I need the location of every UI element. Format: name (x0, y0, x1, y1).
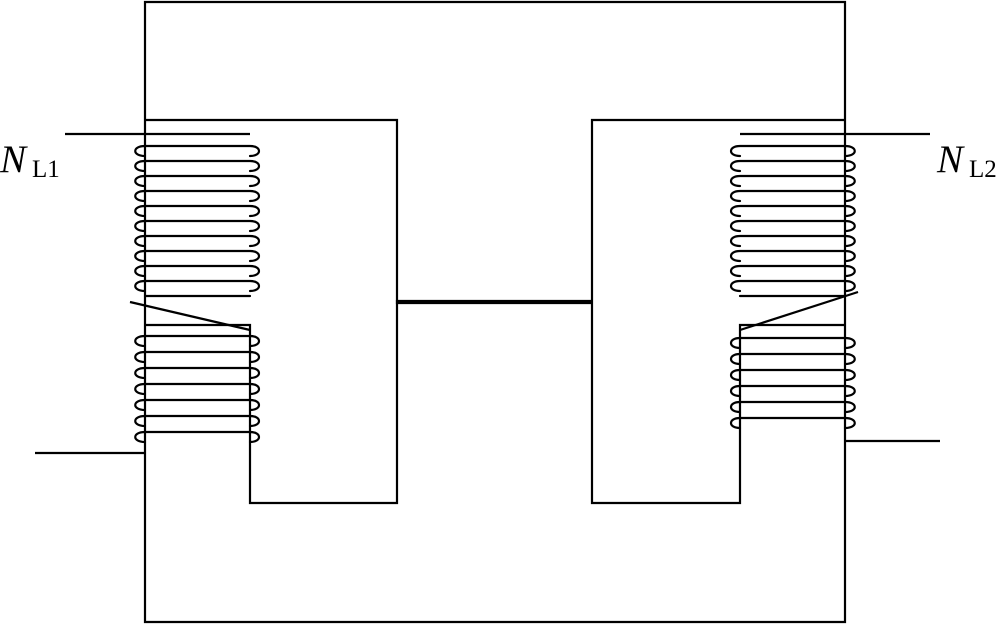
right-winding-lower-turns (729, 336, 856, 430)
core-right-window-outline (590, 118, 845, 505)
left-winding-label-subscript: L1 (32, 156, 60, 183)
right-winding-label: N L2 (936, 138, 997, 183)
right-winding-label-subscript: L2 (969, 156, 997, 183)
left-winding (35, 132, 261, 455)
left-winding-label: N L1 (0, 138, 60, 183)
left-winding-upper-turns (134, 144, 261, 298)
right-winding (729, 132, 940, 443)
left-winding-lower-turns (134, 334, 261, 444)
right-winding-upper-turns (729, 144, 856, 298)
core-left-window-outline (145, 118, 399, 505)
left-winding-crossover (129, 300, 251, 332)
right-winding-crossover (739, 290, 859, 332)
core-outer-frame (143, 0, 847, 624)
right-winding-label-main: N (936, 138, 965, 181)
winding-labels: N L1 N L2 (0, 138, 997, 183)
left-winding-label-main: N (0, 138, 28, 181)
magnetic-core (143, 0, 847, 624)
